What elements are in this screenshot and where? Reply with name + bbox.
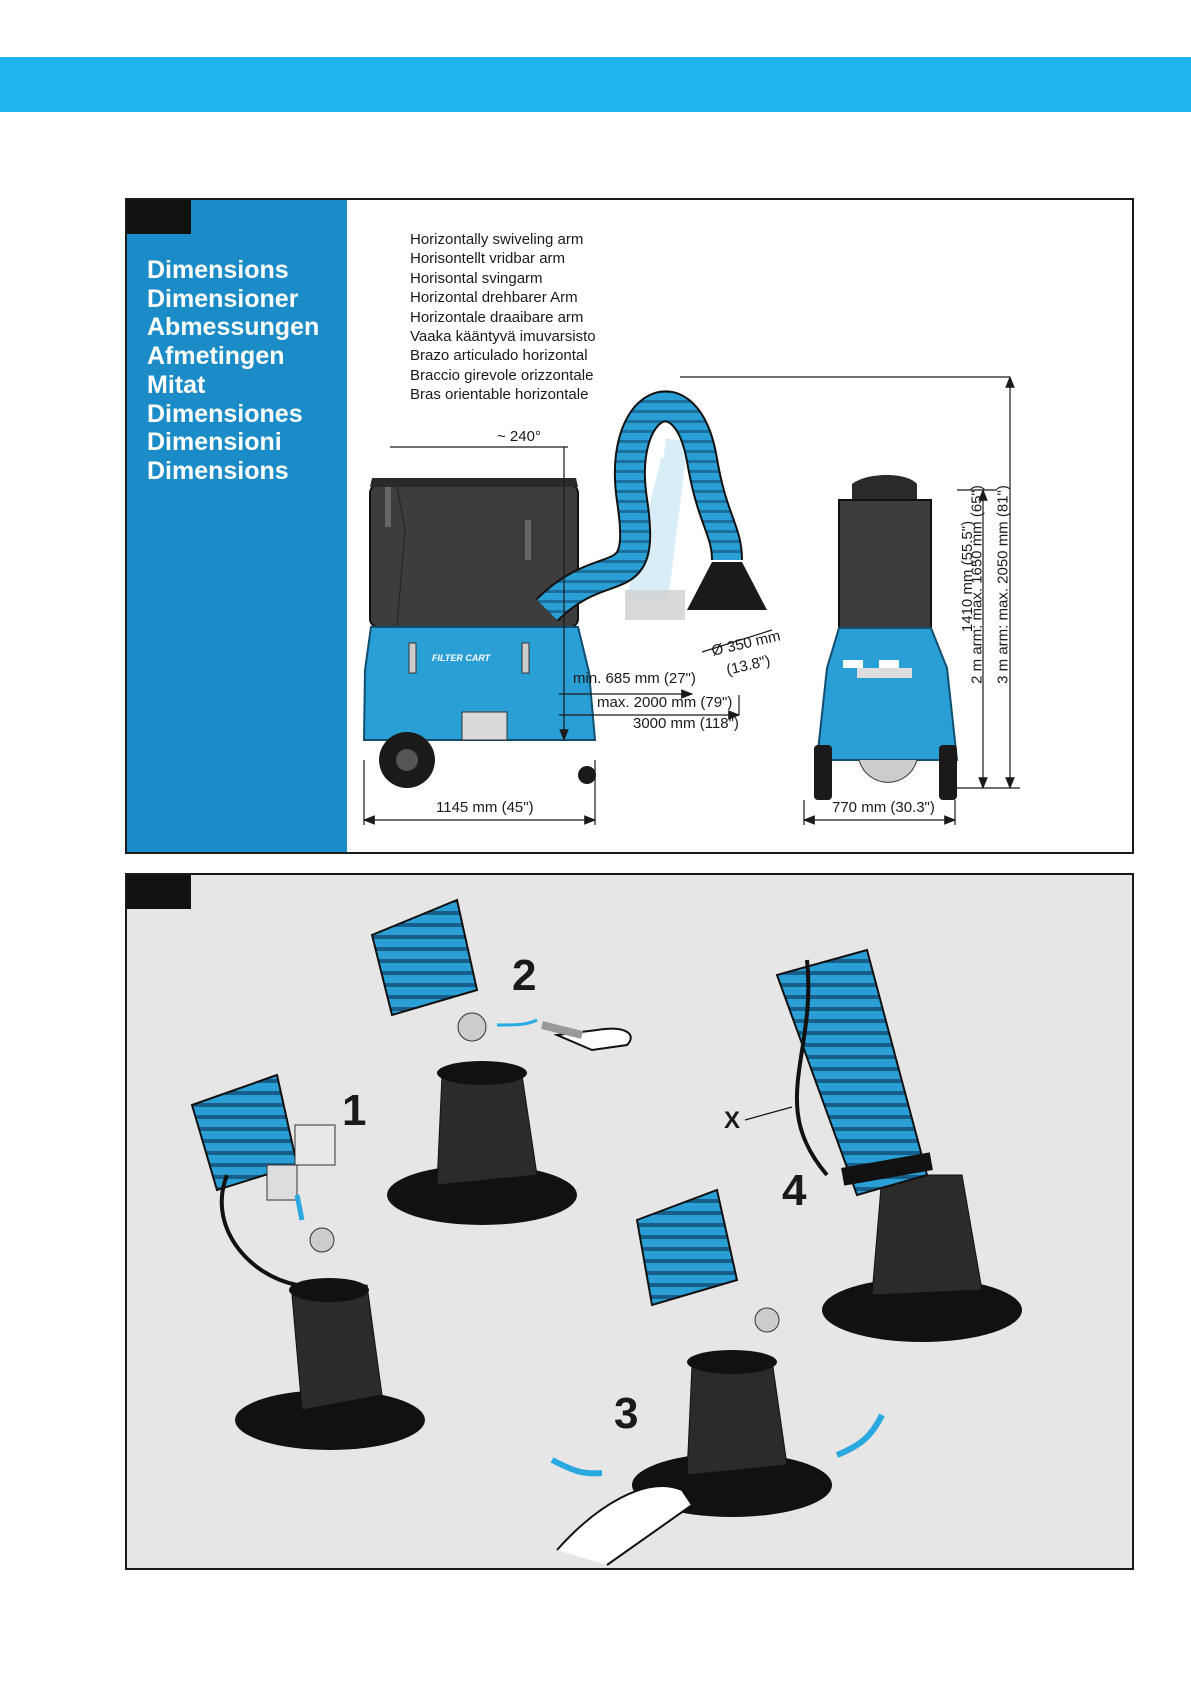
min-reach-label: min. 685 mm (27") (573, 670, 696, 687)
section-title: Afmetingen (147, 342, 285, 371)
step-4-number: 4 (782, 1166, 807, 1215)
arm-label: Horizontally swiveling arm (410, 231, 584, 248)
max-reach-2m-label: max. 2000 mm (79") (597, 694, 733, 711)
arm-label: Brazo articulado horizontal (410, 347, 588, 365)
arm-label: Horisontellt vridbar arm (410, 250, 566, 268)
arm-label-list: Horizontally swiveling arm Horisontellt … (410, 230, 596, 405)
dimension-drawing: FILTER CART (362, 375, 1020, 825)
arm-label: Horizontal drehbarer Arm (410, 289, 578, 307)
top-color-bar (0, 57, 1191, 112)
section-title: Abmessungen (147, 313, 320, 342)
assembly-illustration: 1 2 3 (190, 898, 1022, 1566)
step-4-illustration: X 4 (724, 948, 1022, 1342)
length-label: 1145 mm (45") (436, 799, 534, 816)
figure-tag (127, 875, 191, 909)
swivel-angle-label: ~ 240° (497, 428, 541, 445)
cable-label: X (724, 1107, 740, 1134)
arm-label: Vaaka kääntyvä imuvarsisto (410, 328, 596, 346)
step-2-number: 2 (512, 951, 536, 1000)
assembly-steps-panel: 1 2 3 (125, 873, 1134, 1570)
section-title: Dimensions (147, 256, 289, 284)
figure-tag (127, 200, 191, 234)
step-3-illustration: 3 (550, 1188, 885, 1566)
width-label: 770 mm (30.3") (832, 799, 935, 816)
section-title: Dimensioner (147, 284, 299, 313)
brand-label: FILTER CART (432, 653, 492, 663)
step-3-number: 3 (614, 1389, 638, 1438)
machine-front-view (814, 475, 959, 800)
arm-label: Horizontale draaibare arm (410, 308, 584, 326)
section-title: Dimensiones (147, 399, 303, 428)
section-title: Dimensioni (147, 428, 282, 457)
arm-label: Braccio girevole orizzontale (410, 366, 594, 384)
max-reach-3m-label: 3000 mm (118") (633, 715, 739, 732)
step-1-illustration: 1 (190, 1073, 425, 1450)
arm-label: Bras orientable horizontale (410, 386, 589, 404)
machine-side-view: FILTER CART (362, 478, 597, 788)
section-sidebar: Dimensions Dimensioner Abmessungen Afmet… (127, 200, 347, 852)
section-title-list: Dimensions Dimensioner Abmessungen Afmet… (147, 256, 319, 486)
height-3m-label: 3 m arm: max. 2050 mm (81") (994, 485, 1012, 684)
dimension-lines (362, 375, 1020, 825)
height-2m-label: 2 m arm: max. 1650 mm (65") (968, 485, 986, 684)
arm-label: Horisontal svingarm (410, 269, 543, 287)
dimensions-panel: Dimensions Dimensioner Abmessungen Afmet… (125, 198, 1134, 854)
step-2-illustration: 2 (370, 898, 632, 1225)
step-1-number: 1 (342, 1086, 366, 1135)
section-title: Dimensions (147, 456, 289, 485)
section-title: Mitat (147, 370, 206, 399)
